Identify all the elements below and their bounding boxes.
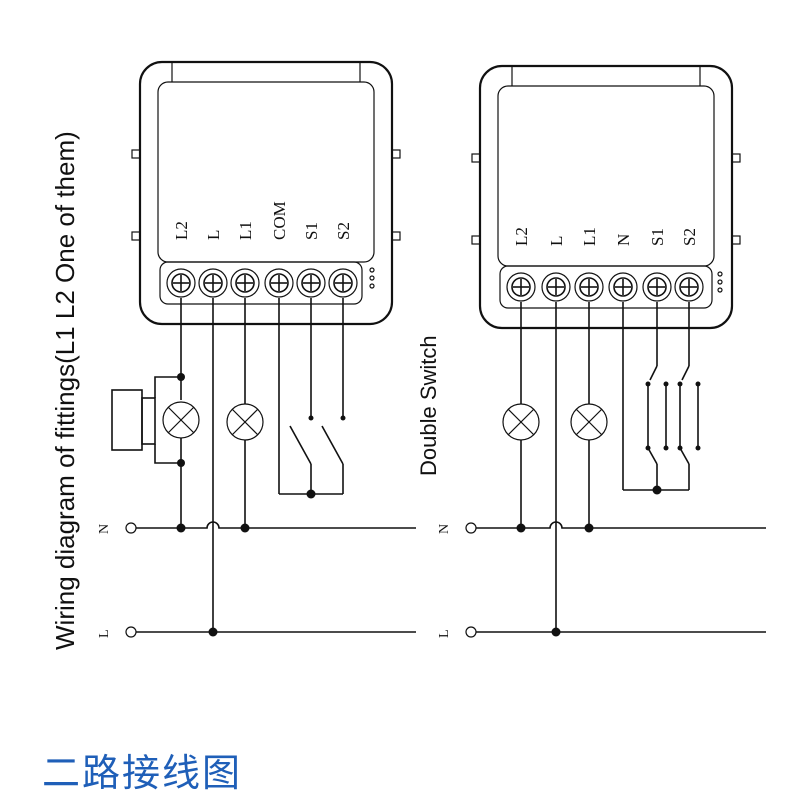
right-wiring xyxy=(502,302,701,637)
right-terminal-block xyxy=(499,265,713,309)
right-screw-head xyxy=(511,277,531,297)
left-terminal-label-l1: L1 xyxy=(236,221,255,240)
left-device-body xyxy=(138,60,394,326)
right-screw-head xyxy=(679,277,699,297)
left-terminal-label-s2: S2 xyxy=(334,222,353,240)
switch-icon xyxy=(321,425,344,465)
left-l-label: L xyxy=(97,629,112,638)
right-terminal-screw-icon xyxy=(574,272,604,302)
right-screw-head xyxy=(613,277,633,297)
left-terminal-screw-icon xyxy=(296,268,326,298)
left-screw-head xyxy=(203,273,223,293)
left-terminal-block xyxy=(159,261,363,305)
left-terminal-label-l: L xyxy=(204,230,223,240)
right-terminal-screw-icon xyxy=(642,272,672,302)
left-terminal-label-s1: S1 xyxy=(302,222,321,240)
left-terminal-screw-icon xyxy=(264,268,294,298)
switch-icon xyxy=(681,365,690,381)
left-terminal-screw-icon xyxy=(230,268,260,298)
right-screw-head xyxy=(647,277,667,297)
right-screw-head xyxy=(579,277,599,297)
left-terminal-screw-icon xyxy=(198,268,228,298)
switch-icon xyxy=(649,365,658,381)
right-terminal-label-s2: S2 xyxy=(680,228,699,246)
right-terminal-label-n: N xyxy=(614,234,633,246)
fitting-icon xyxy=(111,389,143,451)
caption-chinese: 二路接线图 xyxy=(42,751,243,795)
vertical-title: Wiring diagram of fittings(L1 L2 One of … xyxy=(50,131,80,650)
right-device-body xyxy=(478,64,734,330)
right-screw-head xyxy=(546,277,566,297)
left-screw-head xyxy=(171,273,191,293)
right-terminal-screw-icon xyxy=(674,272,704,302)
right-terminal-label-s1: S1 xyxy=(648,228,667,246)
right-terminal-screw-icon xyxy=(506,272,536,302)
left-terminal-label-l2: L2 xyxy=(172,221,191,240)
switch-icon xyxy=(647,447,658,465)
switch-icon xyxy=(679,447,690,465)
right-l-label: L xyxy=(437,629,452,638)
right-terminal-screw-icon xyxy=(541,272,571,302)
left-screw-head xyxy=(301,273,321,293)
right-device: L2 L L1 N S1 S2 xyxy=(471,64,741,330)
left-screw-head xyxy=(269,273,289,293)
left-terminal-screw-icon xyxy=(328,268,358,298)
left-wiring xyxy=(111,298,346,637)
left-screw-head xyxy=(333,273,353,293)
left-terminal-label-com: COM xyxy=(270,201,289,240)
bus-lines: N L N L xyxy=(97,521,766,638)
left-n-label: N xyxy=(97,524,112,534)
right-n-label: N xyxy=(437,524,452,534)
switch-icon xyxy=(289,425,312,465)
right-terminal-label-l2: L2 xyxy=(512,227,531,246)
right-terminal-label-l: L xyxy=(547,236,566,246)
right-terminal-screw-icon xyxy=(608,272,638,302)
left-terminal-screw-icon xyxy=(166,268,196,298)
right-terminal-label-l1: L1 xyxy=(580,227,599,246)
left-screw-head xyxy=(235,273,255,293)
double-switch-title: Double Switch xyxy=(416,335,441,476)
left-device: L2 L L1 COM S1 S2 xyxy=(131,60,401,326)
